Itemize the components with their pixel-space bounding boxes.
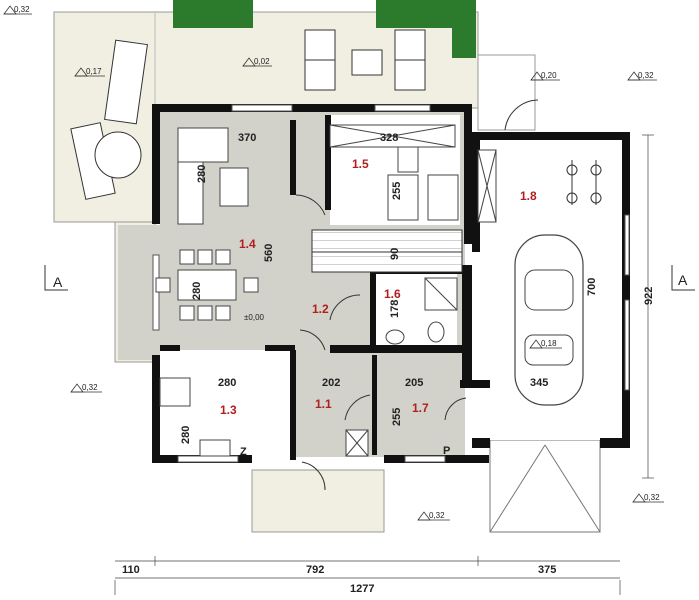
bicycle-icon bbox=[566, 160, 602, 205]
dim-280-side: 280 bbox=[180, 426, 192, 444]
dim-700: 700 bbox=[586, 278, 598, 296]
living-furniture bbox=[159, 127, 459, 457]
room-label-1-2: 1.2 bbox=[312, 302, 329, 316]
planters bbox=[173, 0, 476, 58]
room-label-1-6: 1.6 bbox=[384, 287, 401, 301]
level-garage-floor: 0,18 bbox=[541, 339, 557, 348]
level-left-mid: 0,32 bbox=[82, 383, 98, 392]
section-arrows bbox=[44, 265, 695, 291]
level-terrace-left: 0,17 bbox=[86, 67, 102, 76]
level-mark-symbols bbox=[3, 5, 664, 521]
dim-280-dining: 280 bbox=[191, 282, 203, 300]
dimension-lines bbox=[114, 134, 654, 595]
level-bottom-entry: 0,32 bbox=[429, 511, 445, 520]
level-floor: ±0,00 bbox=[244, 313, 265, 322]
dim-560: 560 bbox=[263, 244, 275, 262]
dim-90: 90 bbox=[389, 248, 401, 260]
dim-segment-792: 792 bbox=[306, 564, 324, 576]
wardrobe bbox=[329, 124, 497, 457]
dim-178: 178 bbox=[389, 300, 401, 318]
dim-total-width: 1277 bbox=[350, 583, 374, 595]
section-mark-right: A bbox=[678, 272, 688, 288]
car-icon bbox=[514, 234, 584, 406]
level-bottom-right: 0,32 bbox=[644, 493, 660, 502]
dim-280-kitchen: 280 bbox=[218, 377, 236, 389]
terrace-furniture bbox=[70, 29, 426, 200]
room-label-1-7: 1.7 bbox=[412, 401, 429, 415]
room-label-1-8: 1.8 bbox=[520, 189, 537, 203]
dim-370: 370 bbox=[238, 132, 256, 144]
dim-segment-375: 375 bbox=[538, 564, 556, 576]
level-entry-garage: 0,20 bbox=[541, 71, 557, 80]
room-label-1-4: 1.4 bbox=[239, 237, 256, 251]
pantry-symbol: P bbox=[443, 445, 450, 457]
dim-segment-110: 110 bbox=[122, 564, 140, 576]
bathroom-fixtures bbox=[385, 277, 458, 345]
fridge-symbol: Z bbox=[240, 446, 247, 458]
staircase bbox=[311, 229, 463, 273]
dim-255-bottom: 255 bbox=[391, 408, 403, 426]
room-label-1-5: 1.5 bbox=[352, 157, 369, 171]
doors bbox=[295, 99, 539, 491]
dim-255-top: 255 bbox=[391, 182, 403, 200]
level-top-right: 0,32 bbox=[638, 71, 654, 80]
dim-345: 345 bbox=[530, 377, 548, 389]
dim-202: 202 bbox=[322, 377, 340, 389]
level-terrace-mid: 0,02 bbox=[254, 57, 270, 66]
dim-328: 328 bbox=[380, 132, 398, 144]
room-label-1-1: 1.1 bbox=[315, 397, 332, 411]
dim-total-height: 922 bbox=[643, 287, 655, 305]
dim-205: 205 bbox=[405, 377, 423, 389]
room-label-1-3: 1.3 bbox=[220, 403, 237, 417]
driveway bbox=[477, 54, 601, 533]
section-mark-left: A bbox=[53, 274, 63, 290]
dim-280-sofa: 280 bbox=[196, 165, 208, 183]
dining-chairs bbox=[155, 249, 259, 321]
level-top-left: 0,32 bbox=[14, 5, 30, 14]
